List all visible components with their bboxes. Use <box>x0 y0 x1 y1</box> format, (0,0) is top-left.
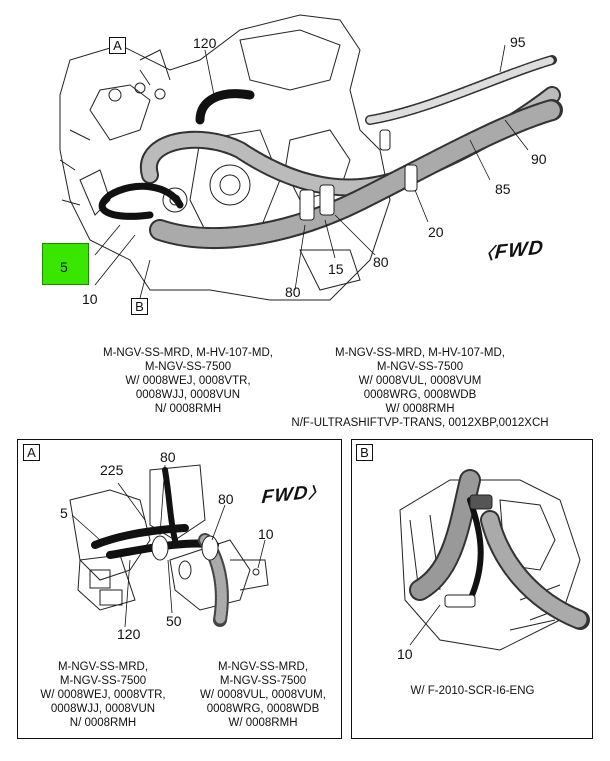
callout-5: 5 <box>60 259 68 275</box>
callout-95: 95 <box>510 34 526 50</box>
callout-90: 90 <box>531 151 547 167</box>
detail-b-callout-10: 10 <box>397 646 413 662</box>
callout-80-right: 80 <box>373 254 389 270</box>
detail-b-panel <box>351 439 593 739</box>
detail-a-callout-225: 225 <box>100 462 124 478</box>
detail-a-caption-right: M-NGV-SS-MRD, M-NGV-SS-7500 W/ 0008VUL, … <box>200 661 326 729</box>
detail-a-callout-120: 120 <box>117 626 141 642</box>
view-tag-b[interactable]: B <box>131 298 148 315</box>
detail-a-tag: A <box>23 444 40 461</box>
callout-20: 20 <box>428 224 444 240</box>
detail-a-callout-5: 5 <box>60 505 68 521</box>
detail-a-callout-80-right: 80 <box>218 491 234 507</box>
caption-top-left: M-NGV-SS-MRD, M-HV-107-MD, M-NGV-SS-7500… <box>103 347 273 415</box>
detail-b-caption: W/ F-2010-SCR-I6-ENG <box>410 685 535 697</box>
callout-10: 10 <box>82 291 98 307</box>
detail-a-callout-50: 50 <box>166 613 182 629</box>
view-tag-a[interactable]: A <box>109 37 126 54</box>
callout-15: 15 <box>328 261 344 277</box>
detail-a-callout-10: 10 <box>258 526 274 542</box>
detail-b-tag: B <box>356 444 373 461</box>
highlight-callout-box[interactable] <box>42 243 89 285</box>
caption-top-right: M-NGV-SS-MRD, M-HV-107-MD, M-NGV-SS-7500… <box>291 347 549 429</box>
callout-120: 120 <box>193 35 217 51</box>
detail-a-caption-left: M-NGV-SS-MRD, M-NGV-SS-7500 W/ 0008WEJ, … <box>40 661 166 729</box>
detail-a-callout-80-top: 80 <box>160 449 176 465</box>
callout-80-bottom: 80 <box>285 284 301 300</box>
detail-a-panel <box>17 439 342 739</box>
callout-85: 85 <box>495 181 511 197</box>
